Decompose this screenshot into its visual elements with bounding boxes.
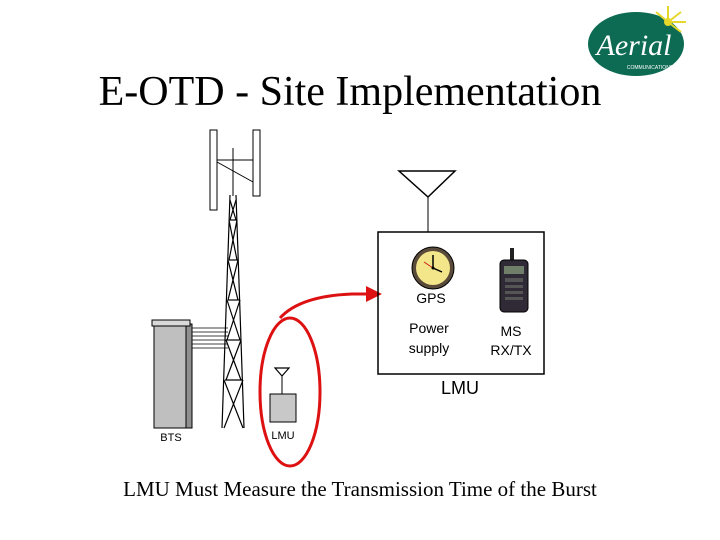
zoom-arrow [278, 286, 382, 320]
aerial-logo: Aerial COMMUNICATIONS [588, 6, 686, 76]
logo-text: Aerial [595, 29, 672, 62]
gps-label: GPS [416, 290, 446, 306]
ms-label: MS RX/TX [474, 322, 548, 360]
lmu-small-label: LMU [271, 430, 295, 442]
tower-antennas [209, 129, 261, 211]
power-supply-label: Power supply [390, 318, 468, 358]
mobile-phone-icon [499, 248, 529, 313]
feeder-cables [192, 327, 228, 349]
bts-cabinet [151, 319, 193, 429]
power-supply-line2: supply [408, 340, 450, 356]
lmu-box [377, 231, 545, 375]
ms-line1: MS [500, 323, 522, 339]
bts-label: BTS [160, 432, 182, 444]
logo-subtext: COMMUNICATIONS [627, 65, 674, 71]
lmu-highlight-ellipse [258, 316, 322, 468]
small-lmu [269, 367, 297, 423]
antenna-icon [397, 170, 457, 232]
lmu-box-label: LMU [440, 378, 479, 398]
power-supply-line1: Power [409, 320, 449, 336]
slide-caption: LMU Must Measure the Transmission Time o… [123, 477, 597, 501]
ms-line2: RX/TX [490, 342, 532, 358]
slide-title: E-OTD - Site Implementation [98, 69, 602, 115]
transmission-tower [221, 194, 245, 429]
clock-icon [411, 246, 455, 290]
